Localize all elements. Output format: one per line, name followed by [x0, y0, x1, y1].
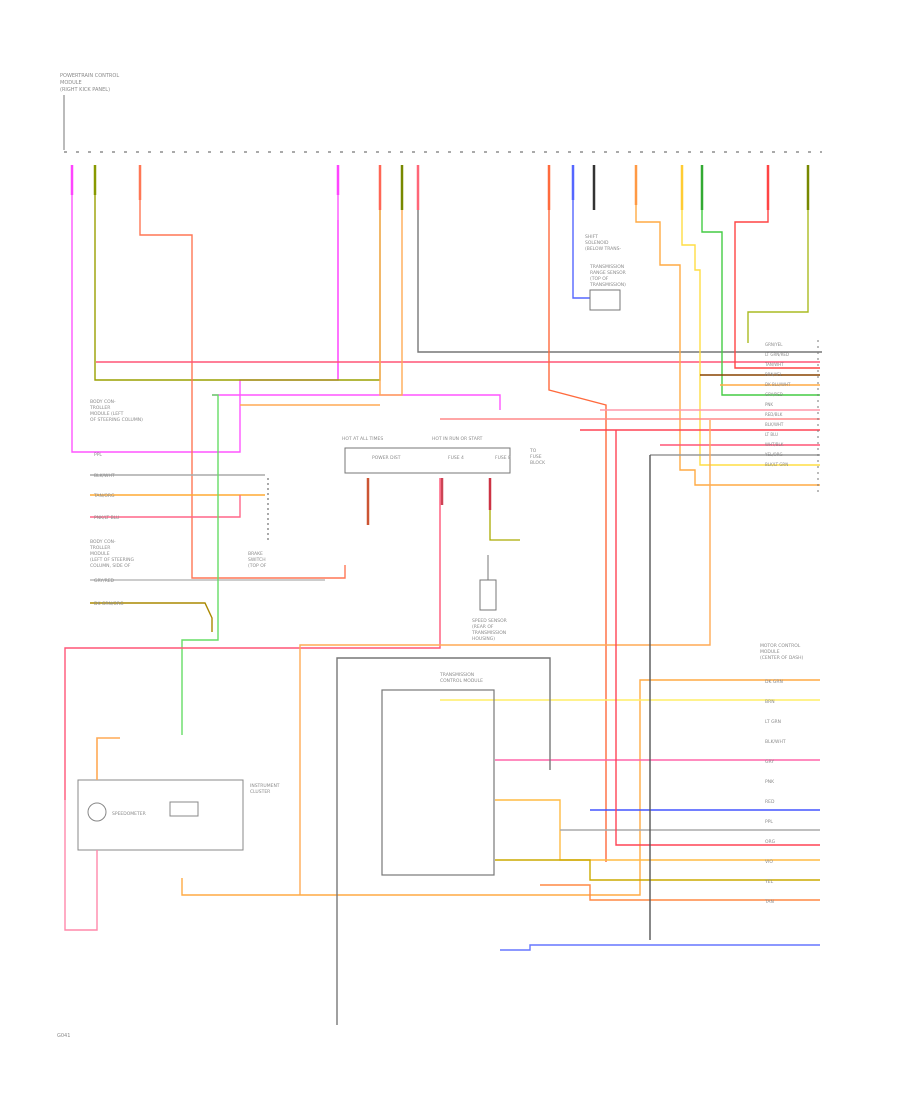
svg-text:LT BLU: LT BLU [765, 432, 778, 437]
svg-text:BRN/YEL: BRN/YEL [765, 372, 783, 377]
top-pin-stubs [70, 165, 810, 210]
svg-text:MODULE: MODULE [760, 649, 780, 655]
svg-text:FUSE 4: FUSE 4 [448, 455, 464, 461]
svg-text:(TOP OF: (TOP OF [248, 563, 267, 569]
svg-text:PNK: PNK [765, 402, 773, 407]
right-connector-labels: GRN/YEL LT GRN/RED TAN/WHT BRN/YEL DK BL… [764, 342, 791, 467]
svg-text:TO: TO [529, 448, 537, 454]
svg-text:GRN/YEL: GRN/YEL [765, 342, 783, 347]
brake-switch-note: BRAKE SWITCH (TOP OF [248, 551, 267, 569]
fuse-box: HOT AT ALL TIMES HOT IN RUN OR START POW… [342, 436, 546, 525]
svg-text:BLK/WHT: BLK/WHT [94, 473, 115, 479]
svg-text:DK GRN: DK GRN [765, 679, 783, 685]
svg-text:COLUMN, SIDE OF: COLUMN, SIDE OF [90, 563, 131, 569]
svg-text:CLUSTER: CLUSTER [250, 789, 270, 795]
left-note-mid: BODY CON- TROLLER MODULE (LEFT OF STEERI… [89, 539, 134, 569]
svg-text:SHIFT: SHIFT [585, 234, 598, 240]
svg-text:(CENTER OF DASH): (CENTER OF DASH) [760, 655, 804, 661]
svg-text:HOT AT ALL TIMES: HOT AT ALL TIMES [342, 436, 383, 442]
svg-text:POWERTRAIN CONTROL: POWERTRAIN CONTROL [60, 73, 119, 79]
svg-text:PPL: PPL [94, 452, 102, 458]
instrument-cluster: SPEEDOMETER INSTRUMENT CLUSTER [64, 737, 280, 931]
svg-text:GRY/RED: GRY/RED [94, 578, 115, 584]
svg-text:RANGE SENSOR: RANGE SENSOR [590, 270, 626, 276]
svg-text:FUSE: FUSE [530, 454, 542, 460]
lower-right-pins: DK GRN BRN LT GRN BLK/WHT GRY PNK RED PP… [764, 679, 786, 905]
svg-text:MODULE: MODULE [60, 80, 82, 86]
speedometer-label: SPEEDOMETER [112, 811, 146, 817]
svg-text:FUSE 8: FUSE 8 [495, 455, 511, 461]
svg-text:BLK/LT GRN: BLK/LT GRN [765, 462, 788, 467]
svg-text:WHT/BLK: WHT/BLK [765, 442, 784, 447]
svg-text:POWER DIST: POWER DIST [372, 455, 401, 461]
svg-text:SWITCH: SWITCH [248, 557, 266, 563]
svg-text:(TOP OF: (TOP OF [590, 276, 609, 282]
speedometer-dial [87, 802, 107, 822]
svg-text:BODY CON-: BODY CON- [90, 399, 116, 405]
svg-text:CONTROL MODULE: CONTROL MODULE [440, 678, 483, 684]
svg-text:TRANSMISSION): TRANSMISSION) [589, 282, 626, 288]
svg-text:TAN: TAN [764, 899, 774, 905]
svg-text:MODULE (LEFT: MODULE (LEFT [90, 411, 124, 417]
svg-text:INSTRUMENT: INSTRUMENT [250, 783, 280, 789]
svg-text:VIO: VIO [765, 859, 773, 865]
svg-text:HOUSING): HOUSING) [472, 636, 495, 642]
svg-text:OF STEERING COLUMN): OF STEERING COLUMN) [90, 417, 143, 423]
svg-text:(LEFT OF STEERING: (LEFT OF STEERING [90, 557, 134, 563]
svg-text:(BELOW TRANS-: (BELOW TRANS- [585, 246, 621, 252]
control-module-note: MOTOR CONTROL MODULE (CENTER OF DASH) [760, 643, 804, 661]
top-right-notes: SHIFT SOLENOID (BELOW TRANS- TRANSMISSIO… [585, 234, 626, 288]
svg-text:PNK/LT BLU: PNK/LT BLU [94, 515, 119, 521]
svg-text:LT GRN: LT GRN [765, 719, 781, 725]
svg-text:RED/BLK: RED/BLK [765, 412, 783, 417]
svg-text:TRANSMISSION: TRANSMISSION [589, 264, 624, 270]
footer-code: G041 [57, 1033, 70, 1039]
svg-text:PNK: PNK [765, 779, 775, 785]
svg-text:TRANSMISSION: TRANSMISSION [439, 672, 474, 678]
lower-wires [64, 420, 820, 1025]
svg-text:TRANSMISSION: TRANSMISSION [471, 630, 506, 636]
svg-text:RED: RED [765, 799, 775, 805]
speed-sensor: SPEED SENSOR (REAR OF TRANSMISSION HOUSI… [471, 510, 520, 642]
svg-text:BRAKE: BRAKE [248, 551, 263, 557]
svg-text:GRY: GRY [765, 759, 774, 765]
svg-text:BLK/WHT: BLK/WHT [765, 739, 786, 745]
svg-text:BLK/WHT: BLK/WHT [765, 422, 784, 427]
svg-text:TROLLER: TROLLER [89, 405, 110, 411]
svg-text:TAN/ORG: TAN/ORG [93, 493, 115, 499]
svg-text:TROLLER: TROLLER [89, 545, 110, 551]
svg-text:YEL/ORG: YEL/ORG [764, 452, 783, 457]
left-note-top: BODY CON- TROLLER MODULE (LEFT OF STEERI… [89, 399, 143, 423]
svg-text:LT GRN/RED: LT GRN/RED [765, 352, 789, 357]
svg-text:HOT IN RUN OR START: HOT IN RUN OR START [432, 436, 483, 442]
svg-text:GRY/RED: GRY/RED [765, 392, 783, 397]
svg-text:DK GRN/ORG: DK GRN/ORG [94, 601, 124, 607]
range-sensor-box [589, 289, 621, 311]
transmission-module: TRANSMISSION CONTROL MODULE [381, 672, 495, 876]
svg-text:DK BLU/WHT: DK BLU/WHT [765, 382, 791, 387]
svg-text:BLOCK: BLOCK [530, 460, 546, 466]
pcm-title: POWERTRAIN CONTROL MODULE (RIGHT KICK PA… [60, 73, 119, 93]
svg-text:ORG: ORG [765, 839, 776, 845]
svg-text:SPEED SENSOR: SPEED SENSOR [472, 618, 507, 624]
svg-text:MOTOR CONTROL: MOTOR CONTROL [760, 643, 801, 649]
svg-text:BRN: BRN [765, 699, 775, 705]
svg-text:YEL: YEL [764, 879, 774, 885]
svg-text:BODY CON-: BODY CON- [90, 539, 116, 545]
svg-text:TAN/WHT: TAN/WHT [764, 362, 784, 367]
left-wire-labels: PPL BLK/WHT TAN/ORG PNK/LT BLU GRY/RED D… [93, 452, 124, 607]
upper-wires [71, 165, 822, 862]
svg-text:(REAR OF: (REAR OF [472, 624, 494, 630]
svg-text:PPL: PPL [765, 819, 773, 825]
svg-text:SOLENOID: SOLENOID [585, 240, 609, 246]
svg-text:(RIGHT KICK PANEL): (RIGHT KICK PANEL) [60, 87, 110, 93]
svg-text:MODULE: MODULE [90, 551, 110, 557]
